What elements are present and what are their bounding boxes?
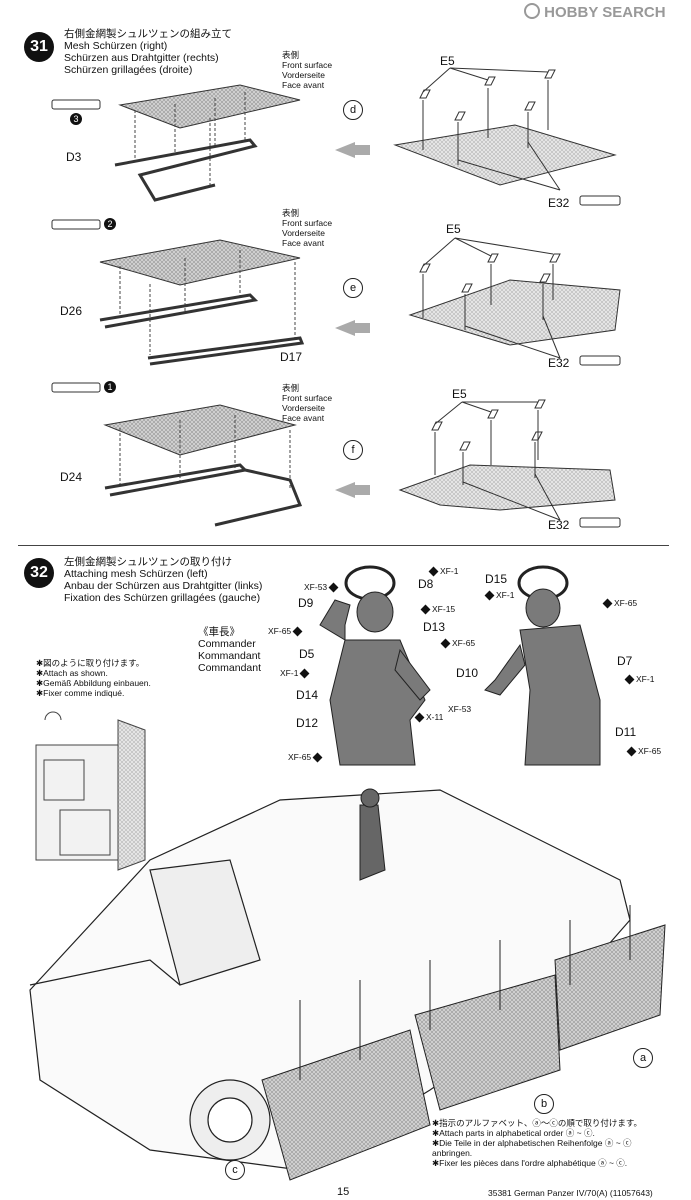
mesh-panel-d-right bbox=[393, 67, 617, 191]
paint-xf1-left: XF-1 bbox=[280, 668, 311, 679]
paint-hex-icon bbox=[440, 638, 451, 649]
part-d9: D9 bbox=[298, 596, 314, 610]
paint-hex-icon bbox=[624, 674, 635, 685]
paint-xf1-top: XF-1 bbox=[428, 566, 458, 577]
paint-xf65-mid: XF-65 bbox=[440, 638, 475, 649]
paint-hex-icon bbox=[328, 582, 339, 593]
paint-xf65-left: XF-65 bbox=[268, 626, 304, 637]
paint-hex-icon bbox=[420, 604, 431, 615]
commander-figure-front bbox=[319, 565, 431, 766]
part-d5: D5 bbox=[299, 647, 315, 661]
step-divider bbox=[18, 545, 669, 546]
part-d11: D11 bbox=[615, 725, 637, 739]
part-d13: D13 bbox=[423, 620, 446, 634]
part-d7: D7 bbox=[617, 654, 633, 668]
paint-hex-icon bbox=[602, 598, 613, 609]
paint-xf53-top: XF-53 bbox=[304, 582, 340, 593]
hanger-brackets bbox=[299, 905, 631, 1080]
paint-hex-icon bbox=[299, 668, 310, 679]
step-31-title-en: Mesh Schürzen (right) bbox=[64, 40, 168, 52]
watermark-logo-icon bbox=[524, 3, 540, 19]
footer-product: 35381 German Panzer IV/70(A) (11057643) bbox=[488, 1188, 653, 1198]
mesh-panel-f-right bbox=[398, 399, 616, 521]
mesh-panel-d-left bbox=[114, 84, 301, 202]
part-d14: D14 bbox=[296, 688, 319, 702]
paint-hex-icon bbox=[312, 752, 323, 763]
step-32-diagram bbox=[29, 565, 666, 1181]
part-d24: D24 bbox=[60, 470, 83, 484]
footer-code: 35381 bbox=[488, 1188, 512, 1198]
cement-icon-right bbox=[579, 195, 621, 528]
paint-xf1-d15: XF-1 bbox=[484, 590, 514, 601]
schurzen-panel-a bbox=[554, 924, 666, 1051]
part-d8: D8 bbox=[418, 577, 434, 591]
step-letter-c: c bbox=[225, 1160, 245, 1180]
step-letter-b: b bbox=[534, 1094, 554, 1114]
mesh-panel-e-right bbox=[408, 237, 621, 359]
paint-xf65-bottom: XF-65 bbox=[288, 752, 324, 763]
mesh-panel-e-left bbox=[99, 239, 305, 366]
step-31-title-fr: Schürzen grillagées (droite) bbox=[64, 64, 193, 76]
paint-xf1-right: XF-1 bbox=[624, 674, 654, 685]
step-31-diagram bbox=[51, 67, 621, 528]
part-d17: D17 bbox=[280, 350, 303, 364]
paint-hex-icon bbox=[292, 626, 303, 637]
step-letter-f: f bbox=[343, 440, 363, 460]
step-32-title: 左側金網製シュルツェンの取り付け Attaching mesh Schürzen… bbox=[64, 556, 263, 604]
commander-label: 《車長》 Commander Kommandant Commandant bbox=[198, 626, 262, 674]
page-number: 15 bbox=[337, 1186, 350, 1198]
step-31-title-de: Schürzen aus Drahtgitter (rechts) bbox=[64, 52, 219, 64]
paint-xf65-right: XF-65 bbox=[602, 598, 637, 609]
mesh-panel-f-left bbox=[103, 404, 303, 527]
arrow-f bbox=[335, 482, 370, 498]
paint-xf15: XF-15 bbox=[420, 604, 455, 615]
part-d10: D10 bbox=[456, 666, 479, 680]
part-e32-e: E32 bbox=[548, 356, 570, 370]
paint-hex-icon bbox=[414, 712, 425, 723]
step-31-title-jp: 右側金網製シュルツェンの組み立て bbox=[64, 28, 232, 40]
paint-xf65-d11: XF-65 bbox=[626, 746, 661, 757]
part-e5-e: E5 bbox=[446, 222, 461, 236]
commander-figure-back bbox=[484, 565, 601, 766]
part-e5-d: E5 bbox=[440, 54, 455, 68]
part-e5-f: E5 bbox=[452, 387, 467, 401]
arrow-d bbox=[335, 142, 370, 158]
footer-title: German Panzer IV/70(A) (11057643) bbox=[514, 1188, 653, 1198]
schurzen-panel-b bbox=[414, 974, 561, 1111]
step-31-title: 右側金網製シュルツェンの組み立て Mesh Schürzen (right) S… bbox=[64, 28, 232, 76]
paint-hex-icon bbox=[428, 566, 439, 577]
step-letter-a: a bbox=[633, 1048, 653, 1068]
order-note: ✱指示のアルファベット、ⓐ〜ⓒの順で取り付けます。 ✱Attach parts … bbox=[432, 1118, 667, 1168]
part-d15: D15 bbox=[485, 572, 508, 586]
paint-xf53-mid: XF-53 bbox=[448, 704, 472, 714]
figure-on-hull bbox=[359, 788, 386, 881]
step-32-number: 32 bbox=[24, 558, 54, 588]
part-d3: D3 bbox=[66, 150, 82, 164]
watermark: HOBBY SEARCH bbox=[524, 3, 666, 21]
schurzen-panel-c bbox=[261, 1029, 431, 1181]
step-letter-d: d bbox=[343, 100, 363, 120]
paint-hex-icon bbox=[626, 746, 637, 757]
step-31-number: 31 bbox=[24, 32, 54, 62]
step-letter-e: e bbox=[343, 278, 363, 298]
attach-note: ✱図のように取り付けます。 ✱Attach as shown. ✱Gemäß A… bbox=[36, 658, 151, 698]
arrow-e bbox=[335, 320, 370, 336]
count-2: 2 bbox=[104, 218, 116, 230]
count-1: 1 bbox=[104, 381, 116, 393]
part-d12: D12 bbox=[296, 716, 319, 730]
part-e32-f: E32 bbox=[548, 518, 570, 532]
part-d26: D26 bbox=[60, 304, 83, 318]
count-3: 3 bbox=[70, 113, 82, 125]
paint-x11: X-11 bbox=[414, 712, 443, 723]
cement-icon bbox=[51, 99, 101, 393]
inset-drawing bbox=[35, 711, 146, 871]
part-e32-d: E32 bbox=[548, 196, 570, 210]
paint-hex-icon bbox=[484, 590, 495, 601]
